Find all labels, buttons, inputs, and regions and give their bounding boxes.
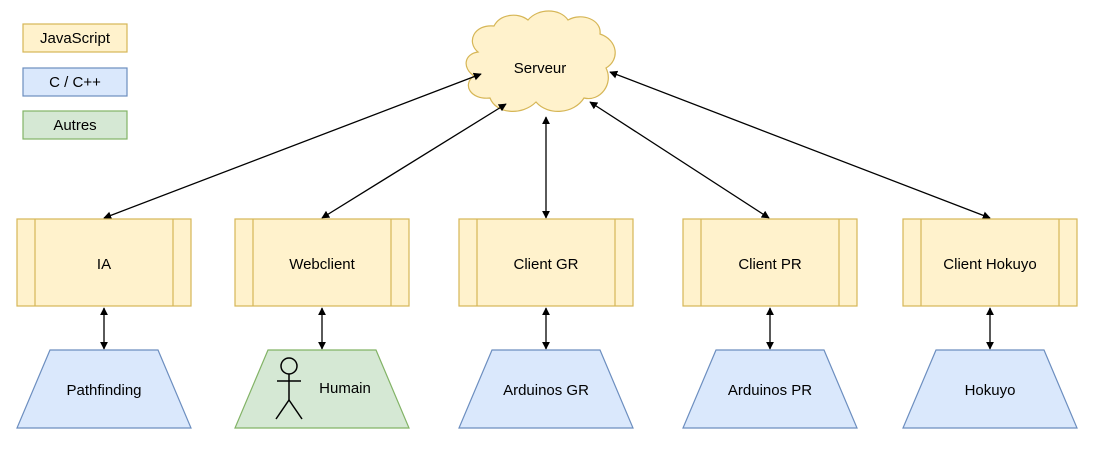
legend-c-cpp-label: C / C++ bbox=[49, 74, 101, 91]
server-node[interactable]: Serveur bbox=[465, 10, 616, 112]
device-arduinos-gr[interactable]: Arduinos GR bbox=[458, 349, 634, 429]
edges-server bbox=[103, 70, 991, 220]
edge-server-webclient bbox=[321, 103, 507, 219]
device-label: Pathfinding bbox=[66, 382, 141, 399]
device-label: Humain bbox=[319, 380, 371, 397]
process-client-hokuyo[interactable]: Client Hokuyo bbox=[902, 218, 1078, 307]
legend-javascript: JavaScript bbox=[22, 23, 128, 53]
process-client-pr[interactable]: Client PR bbox=[682, 218, 858, 307]
process-label: IA bbox=[97, 256, 111, 273]
legend-autres: Autres bbox=[22, 110, 128, 140]
device-humain[interactable]: Humain bbox=[234, 349, 410, 429]
legend-c-cpp: C / C++ bbox=[22, 67, 128, 97]
process-label: Client PR bbox=[738, 256, 802, 273]
process-client-gr[interactable]: Client GR bbox=[458, 218, 634, 307]
legend: JavaScript C / C++ Autres bbox=[22, 23, 128, 140]
device-arduinos-pr[interactable]: Arduinos PR bbox=[682, 349, 858, 429]
legend-javascript-label: JavaScript bbox=[40, 30, 111, 47]
device-label: Arduinos GR bbox=[503, 382, 589, 399]
edge-server-client-pr bbox=[589, 101, 770, 219]
device-label: Arduinos PR bbox=[728, 382, 812, 399]
device-hokuyo[interactable]: Hokuyo bbox=[902, 349, 1078, 429]
edges-bottom bbox=[100, 307, 994, 350]
device-pathfinding[interactable]: Pathfinding bbox=[16, 349, 192, 429]
device-label: Hokuyo bbox=[965, 382, 1016, 399]
process-webclient[interactable]: Webclient bbox=[234, 218, 410, 307]
edge-server-client-hokuyo bbox=[609, 70, 991, 220]
process-label: Client GR bbox=[513, 256, 578, 273]
actor-icon bbox=[275, 357, 303, 420]
process-label: Client Hokuyo bbox=[943, 256, 1036, 273]
legend-autres-label: Autres bbox=[53, 117, 96, 134]
edge-server-ia bbox=[103, 72, 482, 220]
server-label: Serveur bbox=[514, 60, 567, 77]
process-ia[interactable]: IA bbox=[16, 218, 192, 307]
process-label: Webclient bbox=[289, 256, 355, 273]
